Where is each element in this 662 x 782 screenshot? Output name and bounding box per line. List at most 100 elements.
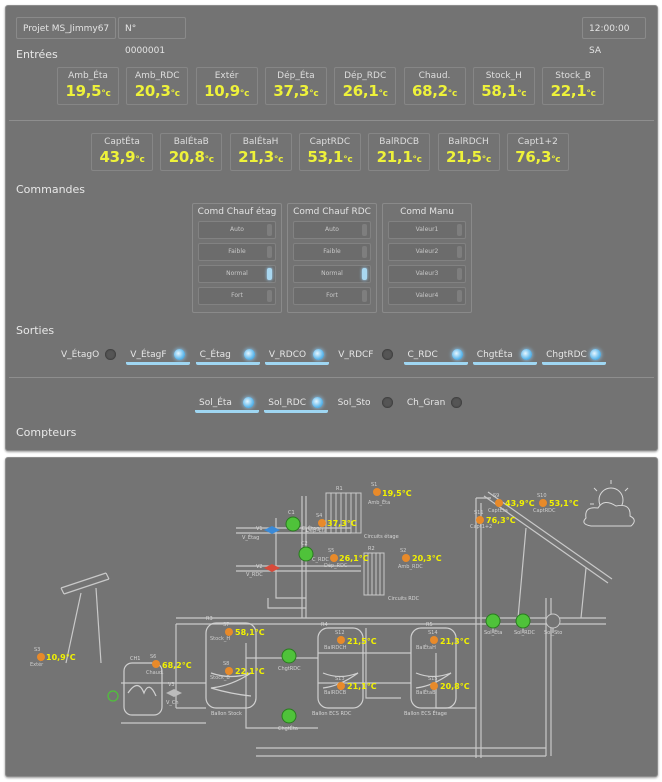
input-label: CaptÉta	[104, 137, 140, 147]
svg-text:V_Ch: V_Ch	[166, 700, 179, 706]
output-indicator[interactable]: V_ÉtagO	[57, 345, 121, 365]
svg-text:S13: S13	[335, 676, 345, 682]
unit-label: °c	[378, 89, 388, 99]
sun-cloud-icon	[583, 480, 635, 527]
svg-text:S10: S10	[537, 493, 547, 499]
option-indicator	[457, 268, 462, 280]
commands-section-title: Commandes	[16, 183, 86, 196]
outputs-section-title: Sorties	[16, 324, 55, 337]
output-label: Sol_Sto	[337, 398, 371, 408]
unit-label: °c	[447, 89, 458, 99]
input-label: Dép_Éta	[277, 71, 315, 81]
option-indicator	[362, 268, 367, 280]
option-indicator	[362, 246, 367, 258]
output-indicator[interactable]: V_ÉtagF	[126, 345, 191, 365]
svg-text:V3: V3	[168, 682, 175, 688]
input-label: BalÉtaB	[173, 137, 209, 147]
unit-label: °c	[481, 155, 492, 165]
command-option[interactable]: Faible	[293, 243, 371, 261]
command-option[interactable]: Auto	[293, 221, 371, 239]
option-label: Normal	[321, 270, 343, 277]
sensor-value-bal-rdc-h: 21,5°C	[347, 637, 377, 646]
inputs-section-title: Entrées	[16, 48, 58, 61]
svg-text:BalRDCH: BalRDCH	[324, 645, 347, 651]
divider	[9, 120, 654, 121]
command-option[interactable]: Valeur1	[388, 221, 466, 239]
svg-text:Dép_Éta: Dép_Éta	[306, 526, 327, 534]
input-value: 76,3°c	[515, 148, 561, 166]
unit-label: °c	[135, 155, 145, 165]
option-label: Valeur4	[415, 292, 439, 299]
option-label: Normal	[226, 270, 248, 277]
svg-text:R1: R1	[336, 486, 343, 492]
output-indicator[interactable]: C_Étag	[195, 345, 260, 365]
command-option[interactable]: Normal	[293, 265, 371, 283]
project-name: Projet MS_Jimmy67	[16, 17, 117, 39]
output-label: V_ÉtagO	[61, 350, 100, 360]
tanks	[107, 622, 457, 716]
option-label: Auto	[230, 226, 244, 233]
hydraulic-diagram: 19,5°C 20,3°C 10,9°C 37,3°C 26,1°C 68,2°…	[30, 480, 635, 758]
input-label: Capt1+2	[517, 137, 558, 147]
svg-text:C2: C2	[301, 541, 308, 547]
command-option[interactable]: Valeur2	[388, 243, 466, 261]
sensor-value-dep-rdc: 26,1°C	[339, 554, 369, 563]
pump-chgt-rdc-icon	[281, 648, 297, 664]
solar-panel-left	[60, 572, 110, 664]
status-led-icon	[312, 349, 324, 360]
input-label: Amb_Éta	[68, 71, 108, 81]
output-indicator[interactable]: Sol_Éta	[195, 393, 259, 413]
output-indicator[interactable]: ChgtRDC	[542, 345, 607, 365]
output-indicator[interactable]: Sol_RDC	[264, 393, 329, 413]
output-label: Sol_RDC	[268, 398, 306, 408]
svg-text:CaptÉta: CaptÉta	[488, 506, 508, 514]
svg-text:Extér: Extér	[30, 661, 44, 668]
svg-text:Chaud.: Chaud.	[146, 670, 164, 676]
command-option[interactable]: Faible	[198, 243, 276, 261]
input-label: Extér	[214, 71, 239, 81]
option-indicator	[457, 224, 462, 236]
svg-text:Circuits RDC: Circuits RDC	[388, 596, 420, 602]
svg-text:BalRDCB: BalRDCB	[324, 690, 347, 696]
input-label: Dép_RDC	[344, 71, 387, 81]
command-option[interactable]: Auto	[198, 221, 276, 239]
command-option[interactable]: Valeur3	[388, 265, 466, 283]
status-led-icon	[520, 349, 532, 360]
output-indicator[interactable]: Ch_Gran	[403, 393, 467, 413]
svg-text:S15: S15	[428, 676, 438, 682]
input-value: 20,8°c	[168, 148, 215, 166]
input-value: 22,1°c	[550, 82, 596, 100]
pump-c-rdc-icon	[298, 546, 314, 562]
divider	[9, 377, 654, 378]
sensor-value-capt-rdc: 53,1°C	[549, 499, 579, 508]
command-option[interactable]: Valeur4	[388, 287, 466, 305]
output-indicator[interactable]: V_RDCO	[264, 345, 329, 365]
option-label: Auto	[325, 226, 339, 233]
output-indicator[interactable]: C_RDC	[403, 345, 468, 365]
status-led-icon	[243, 349, 255, 360]
status-led-icon	[590, 349, 602, 360]
input-value: 26,1°c	[342, 82, 388, 100]
status-led-icon	[243, 397, 254, 408]
command-option[interactable]: Fort	[293, 287, 371, 305]
output-indicator[interactable]: V_RDCF	[334, 345, 398, 365]
command-option[interactable]: Fort	[198, 287, 276, 305]
unit-label: °c	[204, 155, 215, 165]
command-option[interactable]: Normal	[198, 265, 276, 283]
svg-text:Ballon Stock: Ballon Stock	[211, 711, 242, 717]
option-label: Fort	[326, 292, 338, 299]
input-value: 58,1°c	[481, 82, 527, 100]
output-label: Ch_Gran	[406, 398, 446, 408]
hydraulic-diagram-panel: 19,5°C 20,3°C 10,9°C 37,3°C 26,1°C 68,2°…	[5, 457, 658, 777]
output-indicator[interactable]: ChgtÉta	[472, 345, 537, 365]
option-label: Faible	[323, 248, 341, 255]
option-label: Valeur3	[415, 270, 439, 277]
valve-etag-icon	[264, 526, 280, 534]
svg-text:C1: C1	[288, 510, 295, 516]
output-indicator[interactable]: Sol_Sto	[334, 393, 398, 413]
unit-label: °c	[517, 89, 527, 99]
svg-text:ChgtÉta: ChgtÉta	[278, 724, 298, 732]
